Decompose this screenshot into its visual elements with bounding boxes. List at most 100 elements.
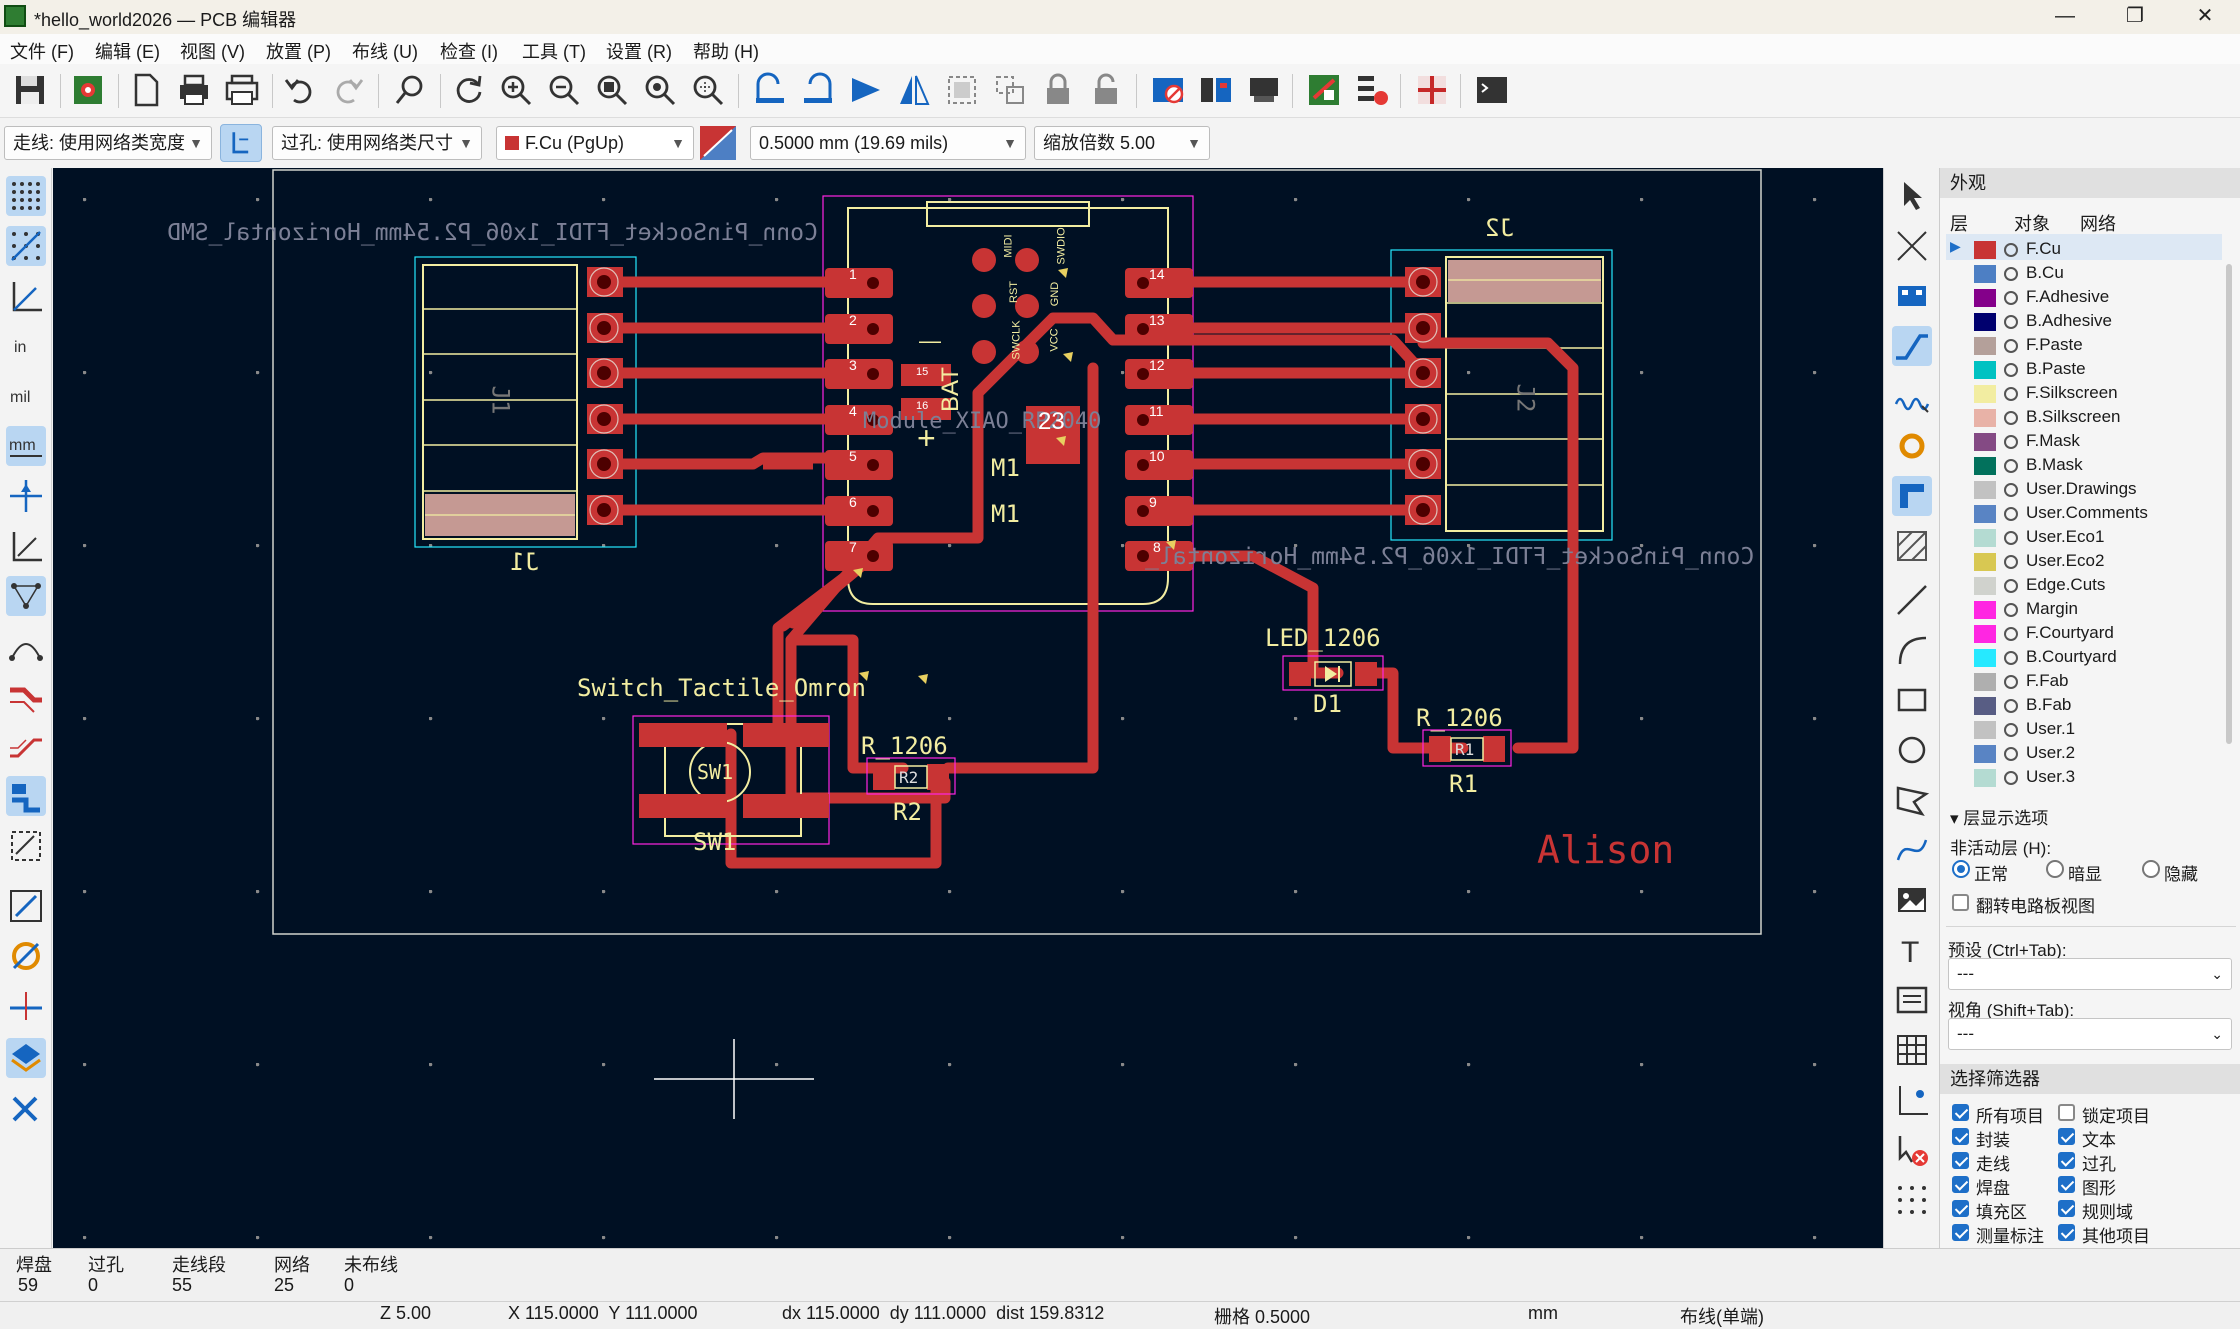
add-image-icon[interactable] — [1892, 880, 1932, 920]
eye-icon[interactable] — [2004, 651, 2018, 665]
curved-ratsnest-icon[interactable] — [6, 626, 46, 666]
cursor-crosshair-icon[interactable] — [6, 476, 46, 516]
ratsnest-icon[interactable] — [6, 576, 46, 616]
layer-row[interactable]: User.Eco1 — [1950, 526, 2230, 550]
eye-icon[interactable] — [2004, 699, 2018, 713]
page-settings-icon[interactable] — [126, 70, 166, 110]
layer-color-swatch[interactable] — [1974, 409, 1996, 427]
tab-objects[interactable]: 对象 — [2014, 214, 2050, 234]
drc-icon[interactable] — [1148, 70, 1188, 110]
3d-viewer-icon[interactable] — [1244, 70, 1284, 110]
layer-color-swatch[interactable] — [1974, 745, 1996, 763]
radio-dim[interactable] — [2046, 860, 2064, 878]
group-icon[interactable] — [942, 70, 982, 110]
layer-color-swatch[interactable] — [1974, 361, 1996, 379]
local-ratsnest-icon[interactable] — [6, 526, 46, 566]
grid-override-icon[interactable] — [6, 226, 46, 266]
unlock-icon[interactable] — [1086, 70, 1126, 110]
eye-icon[interactable] — [2004, 459, 2018, 473]
menu-view[interactable]: 视图 (V) — [180, 42, 245, 62]
via-size-select[interactable]: 过孔: 使用网络类尺寸▼ — [272, 126, 482, 160]
filter-checkbox[interactable] — [1952, 1176, 1969, 1193]
eye-icon[interactable] — [2004, 411, 2018, 425]
layers-panel-icon[interactable] — [6, 1038, 46, 1078]
polar-coords-icon[interactable] — [6, 276, 46, 316]
rotate-ccw-icon[interactable] — [750, 70, 790, 110]
eye-icon[interactable] — [2004, 603, 2018, 617]
layer-color-swatch[interactable] — [1974, 769, 1996, 787]
layer-row[interactable]: B.Cu — [1950, 262, 2230, 286]
add-zone-icon[interactable] — [1892, 476, 1932, 516]
layer-color-swatch[interactable] — [1974, 313, 1996, 331]
properties-tools-icon[interactable] — [6, 1088, 46, 1128]
draw-line-icon[interactable] — [1892, 580, 1932, 620]
maximize-button[interactable]: ❐ — [2126, 5, 2144, 27]
eye-icon[interactable] — [2004, 747, 2018, 761]
netlist-check-icon[interactable] — [1352, 70, 1392, 110]
layer-color-swatch[interactable] — [1974, 289, 1996, 307]
delete-tool-icon[interactable] — [1892, 1130, 1932, 1170]
layer-select[interactable]: F.Cu (PgUp)▼ — [496, 126, 694, 160]
eye-icon[interactable] — [2004, 291, 2018, 305]
layer-color-swatch[interactable] — [1974, 625, 1996, 643]
menu-place[interactable]: 放置 (P) — [266, 42, 331, 62]
zoom-objects-icon[interactable] — [640, 70, 680, 110]
eye-icon[interactable] — [2004, 387, 2018, 401]
layer-color-swatch[interactable] — [1974, 241, 1996, 259]
menu-edit[interactable]: 编辑 (E) — [95, 42, 160, 62]
select-arrow-icon[interactable] — [1892, 176, 1932, 216]
units-mm-icon[interactable]: mm — [6, 426, 46, 466]
radio-normal[interactable] — [1952, 860, 1970, 878]
menu-tools[interactable]: 工具 (T) — [522, 42, 586, 62]
filter-checkbox[interactable] — [1952, 1104, 1969, 1121]
redo-icon[interactable] — [328, 70, 368, 110]
layer-row[interactable]: User.3 — [1950, 766, 2230, 790]
layer-row[interactable]: Edge.Cuts — [1950, 574, 2230, 598]
menu-inspect[interactable]: 检查 (I) — [440, 42, 498, 62]
add-rule-area-icon[interactable] — [1892, 526, 1932, 566]
layer-color-swatch[interactable] — [1974, 265, 1996, 283]
layer-row[interactable]: B.Paste — [1950, 358, 2230, 382]
layer-color-swatch[interactable] — [1974, 601, 1996, 619]
eye-icon[interactable] — [2004, 627, 2018, 641]
viewport-select[interactable]: ---⌄ — [1948, 1018, 2232, 1050]
eye-icon[interactable] — [2004, 723, 2018, 737]
layer-color-swatch[interactable] — [1974, 673, 1996, 691]
filter-checkbox[interactable] — [2058, 1200, 2075, 1217]
add-textbox-icon[interactable] — [1892, 980, 1932, 1020]
save-icon[interactable] — [10, 70, 50, 110]
plot-icon[interactable] — [222, 70, 262, 110]
print-icon[interactable] — [174, 70, 214, 110]
eye-icon[interactable] — [2004, 339, 2018, 353]
zoom-fit-icon[interactable] — [592, 70, 632, 110]
draw-polygon-icon[interactable] — [1892, 780, 1932, 820]
schematic-icon[interactable] — [1412, 70, 1452, 110]
filter-checkbox[interactable] — [1952, 1152, 1969, 1169]
layer-row[interactable]: F.Adhesive — [1950, 286, 2230, 310]
eye-icon[interactable] — [2004, 315, 2018, 329]
units-mil-icon[interactable]: mil — [6, 376, 46, 416]
layer-row[interactable]: User.1 — [1950, 718, 2230, 742]
filter-checkbox[interactable] — [2058, 1224, 2075, 1241]
filter-checkbox[interactable] — [1952, 1128, 1969, 1145]
mirror-v-icon[interactable] — [846, 70, 886, 110]
layer-row[interactable]: B.Adhesive — [1950, 310, 2230, 334]
layer-row[interactable]: F.Mask — [1950, 430, 2230, 454]
layer-row[interactable]: F.Silkscreen — [1950, 382, 2230, 406]
layer-display-options-header[interactable]: ▾ 层显示选项 — [1950, 804, 2048, 829]
ungroup-icon[interactable] — [990, 70, 1030, 110]
layer-row[interactable]: F.Cu — [1950, 238, 2230, 262]
layer-color-swatch[interactable] — [1974, 577, 1996, 595]
filter-checkbox[interactable] — [2058, 1176, 2075, 1193]
footprint-editor-icon[interactable] — [1196, 70, 1236, 110]
draw-rectangle-icon[interactable] — [1892, 680, 1932, 720]
layer-color-swatch[interactable] — [1974, 529, 1996, 547]
refresh-icon[interactable] — [448, 70, 488, 110]
lock-icon[interactable] — [1038, 70, 1078, 110]
add-dimension-icon[interactable] — [1892, 1080, 1932, 1120]
local-ratsnest-tool-icon[interactable] — [1892, 226, 1932, 266]
menu-help[interactable]: 帮助 (H) — [693, 42, 759, 62]
layer-color-swatch[interactable] — [1974, 433, 1996, 451]
filter-checkbox[interactable] — [2058, 1128, 2075, 1145]
eye-icon[interactable] — [2004, 555, 2018, 569]
